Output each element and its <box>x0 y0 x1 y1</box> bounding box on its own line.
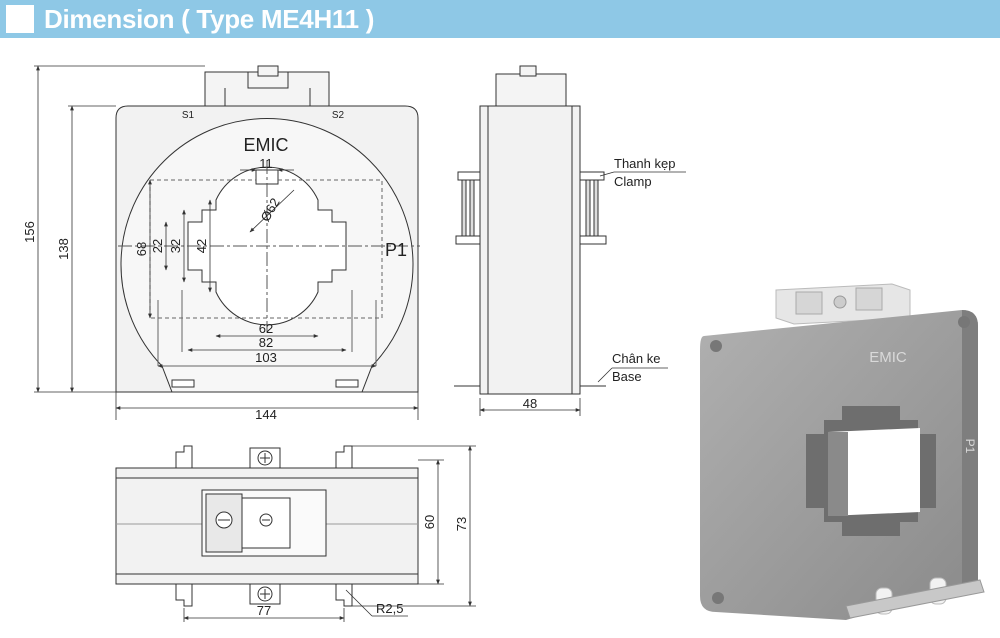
terminal-s1-label: S1 <box>182 110 195 121</box>
base-slot-left <box>171 379 195 388</box>
page-title: Dimension ( Type ME4H11 ) <box>44 4 375 34</box>
side-body <box>479 105 581 395</box>
brand-label: EMIC <box>244 135 289 155</box>
header-square-icon <box>6 5 34 33</box>
side-view <box>454 65 607 395</box>
clamp-right <box>579 171 607 245</box>
base-left <box>454 382 481 387</box>
side-terminal <box>495 73 567 107</box>
front-labels: S1 S2 EMIC P1 11 Ø62 62 82 103 144 156 1… <box>22 110 407 422</box>
clamp-left <box>455 171 481 245</box>
primary-label: P1 <box>385 240 407 260</box>
base-right <box>579 382 606 387</box>
dim-overall-width: 144 <box>255 407 277 422</box>
base-slot-right <box>335 379 359 388</box>
bottom-labels: 60 73 77 R2,5 <box>257 515 469 618</box>
header-bar: Dimension ( Type ME4H11 ) <box>0 0 1000 38</box>
dim-overall-height: 156 <box>22 221 37 243</box>
base-label-vi: Chân ke <box>612 351 660 366</box>
dim-window-68: 68 <box>134 242 149 256</box>
dim-step-22: 22 <box>150 239 165 253</box>
dim-73: 73 <box>454 517 469 531</box>
dim-radius: R2,5 <box>376 601 403 616</box>
dim-step-32: 32 <box>168 239 183 253</box>
side-dimensions <box>479 171 686 416</box>
screw-bottom <box>249 583 281 605</box>
clamp-label-vi: Thanh kẹp <box>614 156 675 171</box>
dim-slot-width: 11 <box>259 156 273 171</box>
photo-brand-label: EMIC <box>869 349 907 366</box>
dim-77: 77 <box>257 603 271 618</box>
dim-width-62: 62 <box>259 321 273 336</box>
photo-labels: EMIC P1 <box>869 349 977 454</box>
bottom-view <box>115 445 419 607</box>
product-photo <box>700 283 985 620</box>
dim-width-82: 82 <box>259 335 273 350</box>
dim-step-42: 42 <box>194 239 209 253</box>
terminal-s2-label: S2 <box>332 110 345 121</box>
side-labels: Thanh kẹp Clamp Chân ke Base 48 <box>523 156 676 411</box>
dim-width-103: 103 <box>255 350 277 365</box>
base-label-en: Base <box>612 369 642 384</box>
front-view <box>115 65 420 393</box>
screw-top <box>249 447 281 469</box>
photo-primary-label: P1 <box>963 439 977 454</box>
dim-body-height: 138 <box>56 238 71 260</box>
dim-depth: 48 <box>523 396 537 411</box>
clamp-label-en: Clamp <box>614 174 652 189</box>
front-dimensions <box>34 65 419 420</box>
dim-60: 60 <box>422 515 437 529</box>
bottom-dimensions <box>183 445 476 622</box>
